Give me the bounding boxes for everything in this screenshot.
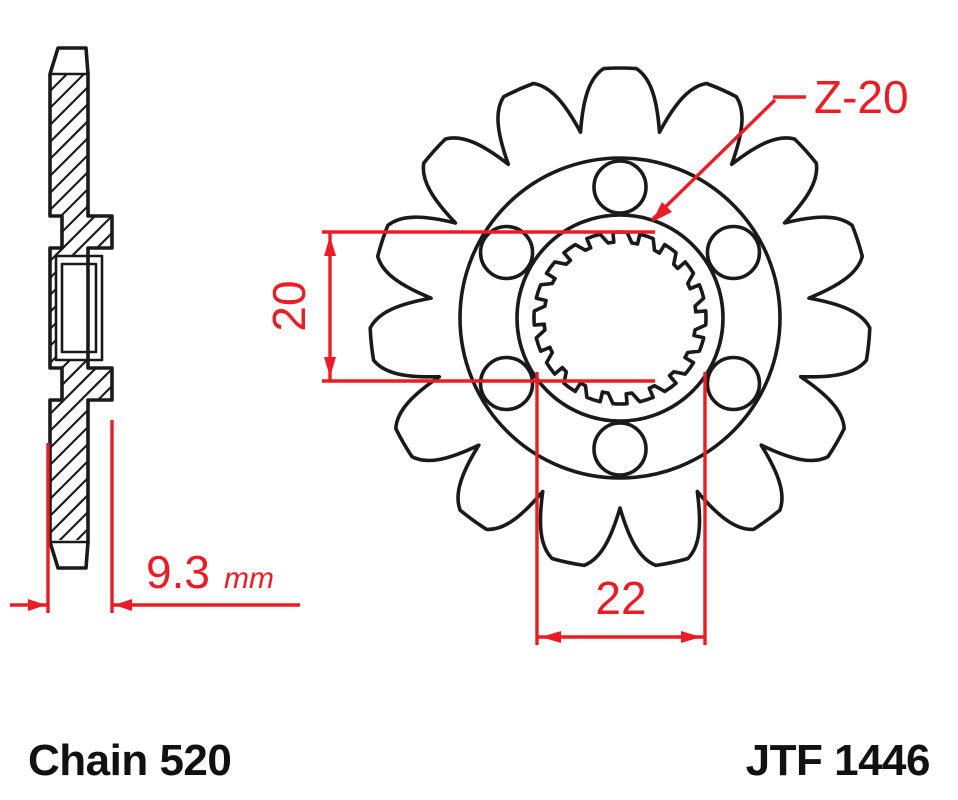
front-view <box>368 66 872 568</box>
hatch-line <box>50 420 112 568</box>
lightening-hole <box>705 224 762 281</box>
arrowhead-22-left <box>541 631 561 643</box>
hatch-line <box>50 48 112 167</box>
hatch-line <box>50 369 112 541</box>
hatch-line <box>50 48 112 218</box>
hatch-line <box>50 165 112 337</box>
web-outer-circle <box>458 156 782 480</box>
caption-chain: Chain 520 <box>28 736 231 785</box>
caption-layer: Chain 520 JTF 1446 <box>28 736 931 785</box>
arrowhead-thickness-right <box>114 599 132 611</box>
callout-label-z20: Z-20 <box>814 71 909 123</box>
sprocket-tooth-profile <box>368 66 872 568</box>
hatch-line <box>50 318 112 490</box>
hub-circle <box>515 213 725 423</box>
hatch-line <box>50 114 112 286</box>
lightening-hole <box>592 159 648 215</box>
dim-label-20: 20 <box>263 280 315 331</box>
arrowhead-20-bottom <box>324 357 336 377</box>
hatch-lines <box>50 48 112 568</box>
hatch-line <box>50 63 112 235</box>
arrowhead-20-top <box>324 236 336 256</box>
hatch-line <box>50 352 112 524</box>
lightening-hole <box>478 355 535 412</box>
arrowhead-22-right <box>681 631 701 643</box>
hatch-line <box>50 48 112 201</box>
dim-label-thickness: 9.3 <box>146 546 210 598</box>
lightening-holes <box>478 159 762 477</box>
dim-label-22: 22 <box>595 572 646 624</box>
caption-part-number: JTF 1446 <box>746 736 930 785</box>
dimension-20: 20 <box>263 230 655 383</box>
dimension-layer: 20 22 9.3 mm <box>10 71 909 645</box>
arrowhead-z20 <box>652 202 672 222</box>
lightening-hole <box>705 355 762 412</box>
hatch-line <box>50 386 112 558</box>
hatch-line <box>50 403 112 568</box>
hatch-line <box>50 437 112 568</box>
spline-callout: Z-20 <box>650 71 909 222</box>
hatch-line <box>50 97 112 269</box>
hatch-line <box>50 80 112 252</box>
section-hatching <box>50 48 112 568</box>
arrowhead-thickness-left <box>28 599 46 611</box>
hatch-line <box>50 284 112 456</box>
hatch-line <box>50 335 112 507</box>
side-view-outline <box>48 46 114 570</box>
hatch-line <box>50 131 112 303</box>
dim-label-thickness-unit: mm <box>224 562 274 595</box>
side-section-view <box>48 46 114 570</box>
leader-line-z20 <box>650 98 777 222</box>
dimension-22: 22 <box>535 372 707 645</box>
lightening-hole <box>478 224 535 281</box>
lightening-hole <box>592 421 648 477</box>
hatch-line <box>50 301 112 473</box>
dimension-thickness: 9.3 mm <box>10 420 300 613</box>
spline-bore-profile <box>532 230 708 406</box>
hatch-line <box>50 148 112 320</box>
side-view-inner-lines <box>48 72 104 544</box>
hatch-line <box>50 48 112 184</box>
